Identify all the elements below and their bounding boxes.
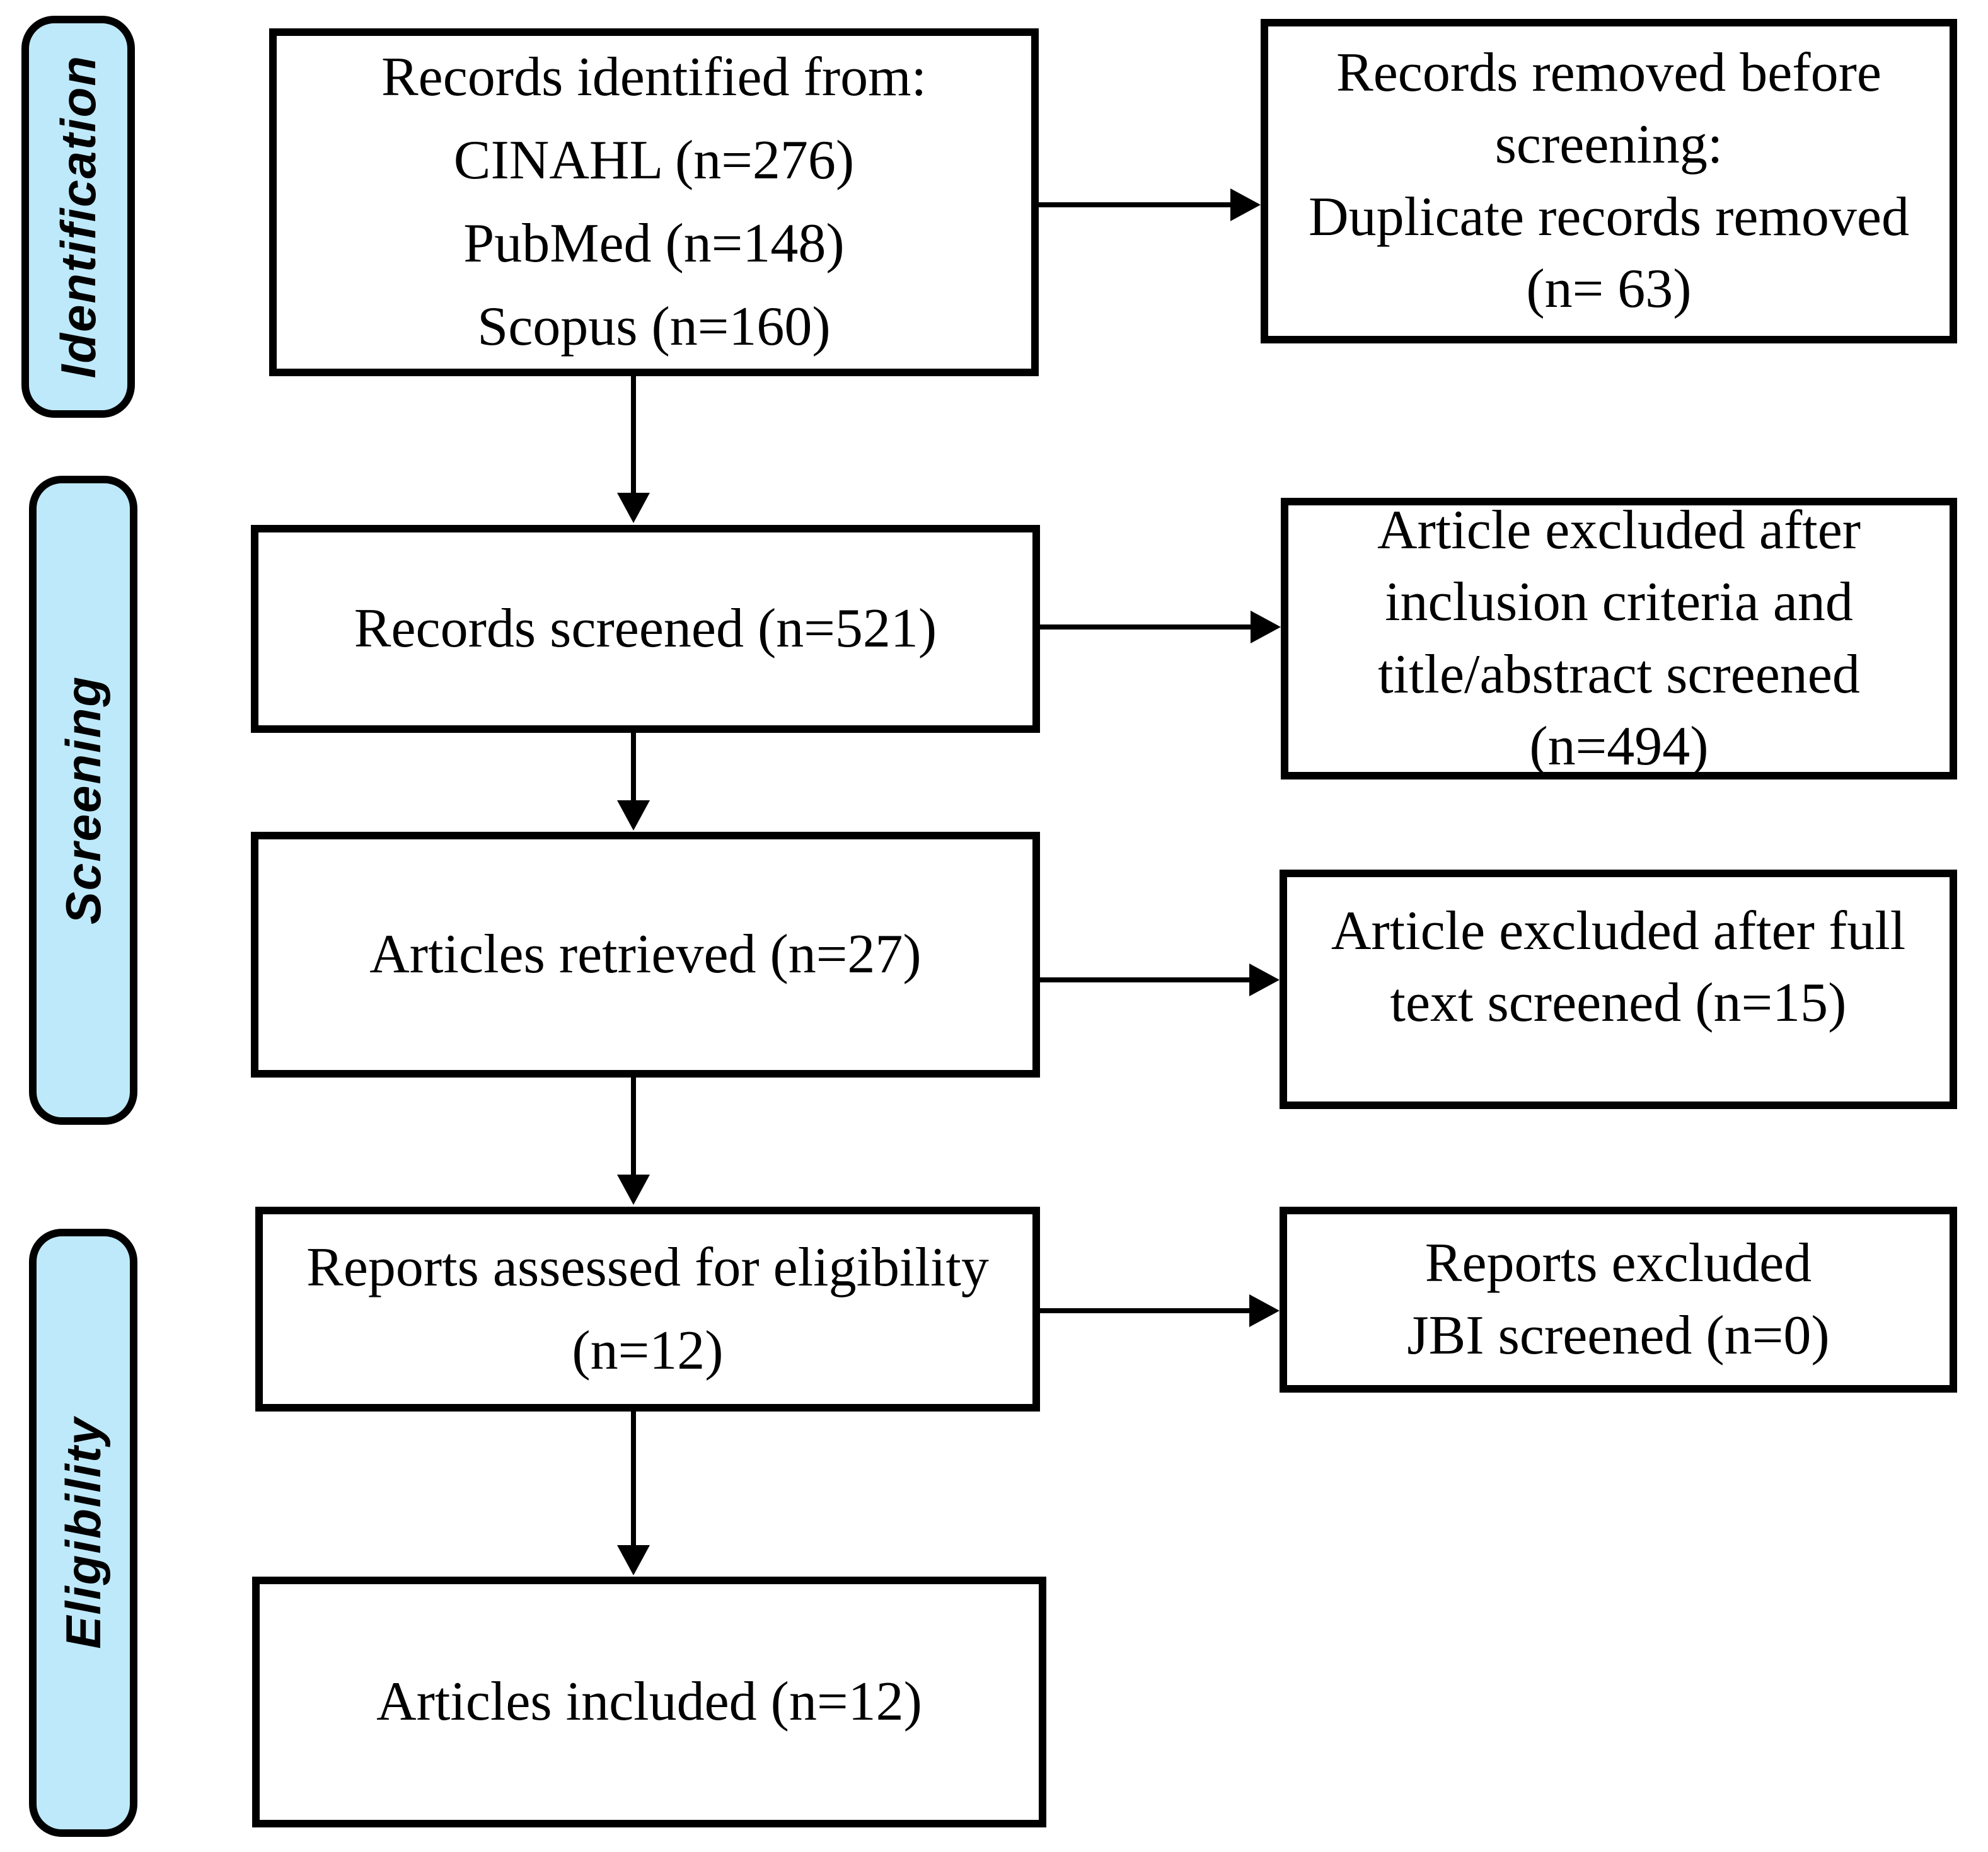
box-line: Duplicate records removed xyxy=(1309,186,1909,248)
stage-pill-eligibility: Eligibility xyxy=(29,1229,137,1837)
arrow-head-retrieved-to-excluded xyxy=(1249,963,1280,996)
box-line: Articles retrieved (n=27) xyxy=(369,924,922,985)
arrow-head-screened-to-retrieved xyxy=(617,800,650,831)
arrow-line-retrieved-to-excluded xyxy=(1040,977,1251,982)
box-excluded-inclusion-criteria: Article excluded after inclusion criteri… xyxy=(1281,498,1957,779)
arrow-line-identified-to-screened xyxy=(631,376,636,496)
box-line: JBI screened (n=0) xyxy=(1407,1304,1830,1366)
box-line: Articles included (n=12) xyxy=(376,1671,922,1732)
box-line: Scopus (n=160) xyxy=(477,296,831,357)
box-records-removed: Records removed before screening: Duplic… xyxy=(1261,19,1957,343)
arrow-line-screened-to-excluded xyxy=(1040,624,1252,630)
box-line: (n=12) xyxy=(572,1320,724,1381)
box-line: Records screened (n=521) xyxy=(354,598,937,659)
box-line: CINAHL (n=276) xyxy=(453,130,855,191)
arrow-head-retrieved-to-assessed xyxy=(617,1175,650,1205)
box-line: title/abstract screened xyxy=(1378,643,1860,705)
arrow-head-screened-to-excluded xyxy=(1251,611,1281,643)
box-line: screening: xyxy=(1494,114,1723,176)
stage-label-eligibility: Eligibility xyxy=(55,1417,111,1649)
stage-pill-identification: Identification xyxy=(21,16,135,418)
arrow-head-assessed-to-included xyxy=(617,1545,650,1575)
box-articles-included: Articles included (n=12) xyxy=(252,1577,1046,1827)
box-records-screened: Records screened (n=521) xyxy=(251,525,1040,733)
arrow-head-identified-to-screened xyxy=(617,493,650,523)
box-line: Records identified from: xyxy=(381,47,927,108)
box-line: inclusion criteria and xyxy=(1385,572,1853,633)
arrow-head-identified-to-removed xyxy=(1230,188,1261,221)
box-records-identified: Records identified from: CINAHL (n=276) … xyxy=(269,28,1039,376)
stage-label-screening: Screening xyxy=(55,676,111,925)
box-line: (n=494) xyxy=(1529,715,1709,777)
box-reports-assessed: Reports assessed for eligibility (n=12) xyxy=(255,1207,1040,1412)
box-articles-retrieved: Articles retrieved (n=27) xyxy=(251,832,1040,1078)
arrow-line-retrieved-to-assessed xyxy=(631,1078,636,1176)
arrow-line-identified-to-removed xyxy=(1039,202,1233,207)
box-line: Reports excluded xyxy=(1425,1233,1812,1294)
stage-label-identification: Identification xyxy=(50,55,106,379)
box-line: Article excluded after full xyxy=(1331,900,1906,962)
box-reports-excluded: Reports excluded JBI screened (n=0) xyxy=(1280,1207,1957,1393)
arrow-line-assessed-to-excluded xyxy=(1040,1308,1251,1313)
arrow-head-assessed-to-excluded xyxy=(1249,1294,1280,1327)
arrow-line-screened-to-retrieved xyxy=(631,733,636,802)
box-excluded-fulltext: Article excluded after full text screene… xyxy=(1280,870,1957,1109)
box-line: (n= 63) xyxy=(1526,258,1692,319)
arrow-line-assessed-to-included xyxy=(631,1412,636,1547)
box-line: Article excluded after xyxy=(1377,499,1861,561)
box-line: Records removed before xyxy=(1336,42,1881,103)
box-line: text screened (n=15) xyxy=(1390,972,1847,1033)
stage-pill-screening: Screening xyxy=(29,476,137,1125)
box-line: Reports assessed for eligibility xyxy=(306,1236,989,1298)
box-line: PubMed (n=148) xyxy=(463,213,845,274)
